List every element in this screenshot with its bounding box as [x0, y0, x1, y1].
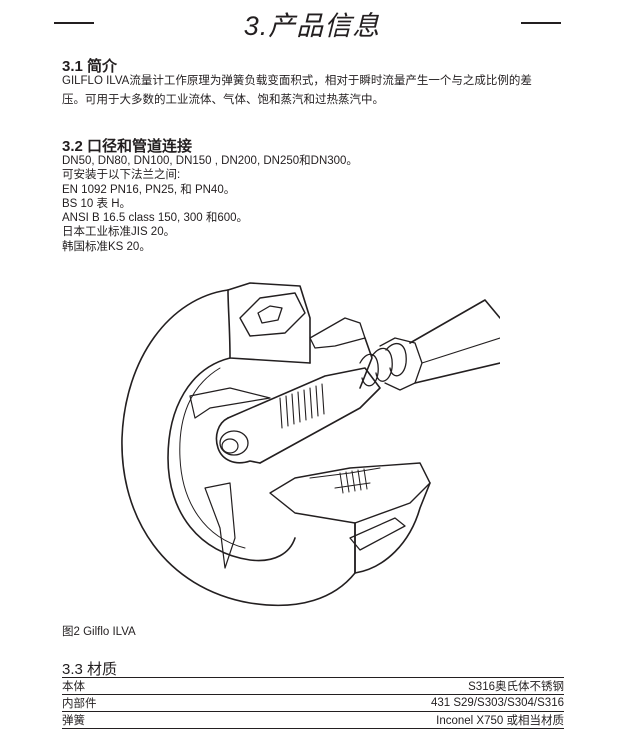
- header-rule-left: [54, 22, 94, 24]
- table-row: 本体 S316奥氏体不锈钢: [62, 677, 564, 695]
- sizes-line: ANSI B 16.5 class 150, 300 和600。: [62, 212, 249, 225]
- sizes-line: EN 1092 PN16, PN25, 和 PN40。: [62, 183, 236, 196]
- intro-paragraph: GILFLO ILVA流量计工作原理为弹簧负载变面积式，相对于瞬时流量产生一个与…: [62, 72, 532, 109]
- material-value: S316奥氏体不锈钢: [165, 677, 564, 695]
- sizes-list: DN50, DN80, DN100, DN150 , DN200, DN250和…: [62, 154, 358, 254]
- header-rule-right: [521, 22, 561, 24]
- material-value: Inconel X750 或相当材质: [165, 711, 564, 729]
- material-value: 431 S29/S303/S304/S316: [165, 694, 564, 712]
- table-row: 弹簧 Inconel X750 或相当材质: [62, 711, 564, 729]
- section-heading-sizes: 3.2 口径和管道连接: [62, 138, 193, 155]
- page-title: 3.产品信息: [243, 11, 381, 41]
- section-heading-materials: 3.3 材质: [62, 661, 118, 678]
- table-row: 内部件 431 S29/S303/S304/S316: [62, 694, 564, 712]
- material-part: 弹簧: [62, 711, 166, 729]
- sizes-line: 日本工业标准JIS 20。: [62, 226, 176, 239]
- gilflo-ilva-illustration: [110, 268, 501, 613]
- intro-line: 压。可用于大多数的工业流体、气体、饱和蒸汽和过热蒸汽中。: [62, 93, 384, 106]
- materials-table: 本体 S316奥氏体不锈钢 内部件 431 S29/S303/S304/S316…: [62, 677, 564, 729]
- sizes-line: 韩国标准KS 20。: [62, 240, 151, 253]
- material-part: 本体: [62, 677, 166, 695]
- intro-line: GILFLO ILVA流量计工作原理为弹簧负载变面积式，相对于瞬时流量产生一个与…: [62, 75, 532, 87]
- sizes-line: 可安装于以下法兰之间:: [62, 169, 181, 182]
- section-heading-intro: 3.1 简介: [62, 58, 118, 75]
- figure-caption: 图2 Gilflo ILVA: [62, 626, 136, 638]
- sizes-line: DN50, DN80, DN100, DN150 , DN200, DN250和…: [62, 155, 358, 167]
- sizes-line: BS 10 表 H。: [62, 197, 132, 210]
- material-part: 内部件: [62, 694, 166, 712]
